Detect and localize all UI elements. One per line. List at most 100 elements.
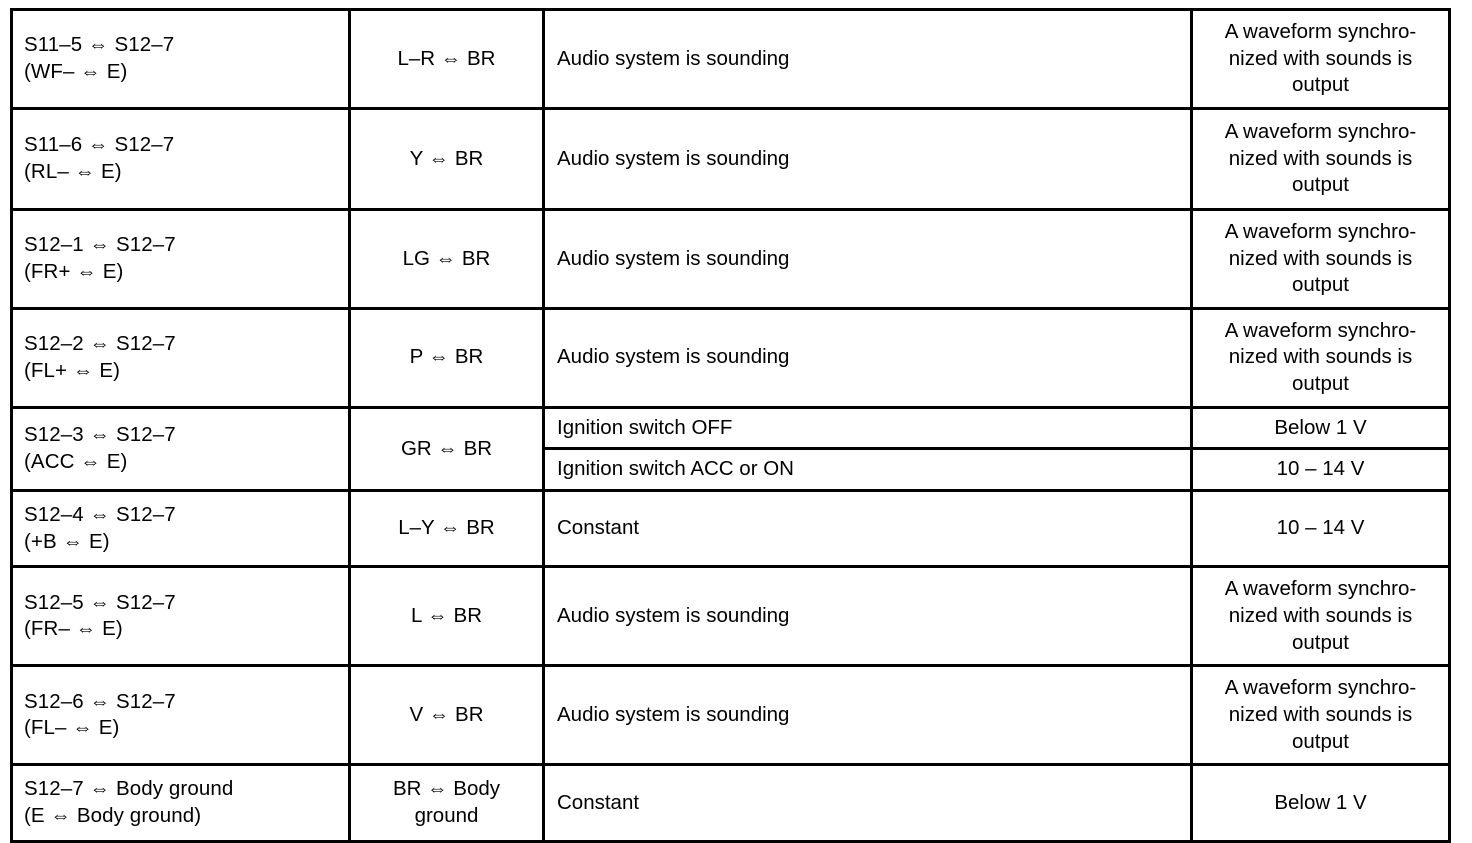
terminals-line-1: S12–2 ⇔ S12–7: [24, 332, 176, 356]
cell-condition: Audio system is sounding: [542, 664, 1193, 767]
cell-condition: Constant: [542, 763, 1193, 843]
cell-terminals: S12–3 ⇔ S12–7 (ACC ⇔ E): [10, 405, 351, 493]
spec-line-3: output: [1292, 372, 1349, 396]
spec-line-1: A waveform synchro-: [1224, 676, 1417, 700]
spec-line-3: output: [1292, 630, 1349, 654]
cell-terminals: S12–1 ⇔ S12–7 (FR+ ⇔ E): [10, 207, 351, 310]
condition-text: Ignition switch OFF: [557, 415, 733, 439]
wiring-line-1: L–R ⇔ BR: [397, 46, 496, 70]
spec-line-2: nized with sounds is: [1228, 246, 1413, 270]
condition-text: Ignition switch ACC or ON: [557, 457, 794, 481]
cell-condition-split: Ignition switch OFF Ignition switch ACC …: [542, 405, 1193, 493]
cell-specified-condition-split: Below 1 V 10 – 14 V: [1190, 405, 1451, 493]
terminals-line-2: (ACC ⇔ E): [24, 449, 128, 473]
cell-condition: Audio system is sounding: [542, 306, 1193, 409]
wiring-line-1: L–Y ⇔ BR: [398, 516, 495, 540]
cell-terminals: S12–4 ⇔ S12–7 (+B ⇔ E): [10, 489, 351, 569]
cell-terminals: S12–6 ⇔ S12–7 (FL– ⇔ E): [10, 664, 351, 767]
spec-line-1: Below 1 V: [1274, 790, 1367, 814]
wiring-line-1: Y ⇔ BR: [409, 146, 484, 170]
wiring-line-1: GR ⇔ BR: [400, 436, 493, 460]
cell-wiring-colors: LG ⇔ BR: [348, 207, 545, 310]
wiring-line-1: LG ⇔ BR: [402, 246, 491, 270]
sub-row: Below 1 V: [1193, 408, 1448, 451]
cell-specified-condition: A waveform synchro- nized with sounds is…: [1190, 8, 1451, 110]
sub-spec-cell: 10 – 14 V: [1193, 448, 1448, 490]
table-row: S12–4 ⇔ S12–7 (+B ⇔ E) L–Y ⇔ BR Constant…: [10, 489, 1451, 569]
wiring-line-1: BR ⇔ Body: [392, 777, 501, 801]
spec-line-2: nized with sounds is: [1228, 345, 1413, 369]
condition-text: Audio system is sounding: [557, 345, 790, 369]
condition-text: Audio system is sounding: [557, 246, 790, 270]
sub-row: 10 – 14 V: [1193, 448, 1448, 490]
table-row: S11–6 ⇔ S12–7 (RL– ⇔ E) Y ⇔ BR Audio sys…: [10, 106, 1451, 211]
spec-line-1: 10 – 14 V: [1276, 516, 1365, 540]
terminals-line-1: S12–4 ⇔ S12–7: [24, 503, 176, 527]
cell-specified-condition: A waveform synchro- nized with sounds is…: [1190, 664, 1451, 767]
terminals-line-2: (FL– ⇔ E): [24, 716, 120, 740]
condition-text: Audio system is sounding: [557, 146, 790, 170]
terminals-line-1: S12–7 ⇔ Body ground: [24, 777, 234, 801]
spec-line-3: output: [1292, 173, 1349, 197]
spec-line-1: A waveform synchro-: [1224, 119, 1417, 143]
terminals-line-2: (+B ⇔ E): [24, 529, 110, 553]
cell-terminals: S12–7 ⇔ Body ground (E ⇔ Body ground): [10, 763, 351, 843]
cell-wiring-colors: GR ⇔ BR: [348, 405, 545, 493]
sub-row: Ignition switch OFF: [545, 408, 1190, 451]
cell-terminals: S12–2 ⇔ S12–7 (FL+ ⇔ E): [10, 306, 351, 409]
spec-line-1: A waveform synchro-: [1224, 577, 1417, 601]
cell-terminals: S11–5 ⇔ S12–7 (WF– ⇔ E): [10, 8, 351, 110]
sub-spec-cell: Below 1 V: [1193, 408, 1448, 451]
cell-condition: Audio system is sounding: [542, 565, 1193, 668]
table-row: S12–2 ⇔ S12–7 (FL+ ⇔ E) P ⇔ BR Audio sys…: [10, 306, 1451, 409]
wiring-line-1: L ⇔ BR: [410, 603, 482, 627]
spec-subtable: Below 1 V 10 – 14 V: [1193, 408, 1448, 490]
terminals-line-1: S11–6 ⇔ S12–7: [24, 133, 175, 157]
terminals-line-2: (FR– ⇔ E): [24, 617, 123, 641]
table-row: S12–5 ⇔ S12–7 (FR– ⇔ E) L ⇔ BR Audio sys…: [10, 565, 1451, 668]
sub-condition-cell: Ignition switch ACC or ON: [545, 448, 1190, 490]
cell-specified-condition: Below 1 V: [1190, 763, 1451, 843]
cell-wiring-colors: L–Y ⇔ BR: [348, 489, 545, 569]
sub-condition-cell: Ignition switch OFF: [545, 408, 1190, 451]
table-body: S11–5 ⇔ S12–7 (WF– ⇔ E) L–R ⇔ BR Audio s…: [10, 8, 1451, 843]
cell-condition: Constant: [542, 489, 1193, 569]
terminals-line-2: (FL+ ⇔ E): [24, 358, 121, 382]
table-row: S12–7 ⇔ Body ground (E ⇔ Body ground) BR…: [10, 763, 1451, 843]
cell-wiring-colors: P ⇔ BR: [348, 306, 545, 409]
cell-wiring-colors: Y ⇔ BR: [348, 106, 545, 211]
table-row: S12–1 ⇔ S12–7 (FR+ ⇔ E) LG ⇔ BR Audio sy…: [10, 207, 1451, 310]
spec-line-2: nized with sounds is: [1228, 146, 1413, 170]
cell-condition: Audio system is sounding: [542, 207, 1193, 310]
cell-specified-condition: A waveform synchro- nized with sounds is…: [1190, 306, 1451, 409]
terminal-inspection-table: S11–5 ⇔ S12–7 (WF– ⇔ E) L–R ⇔ BR Audio s…: [10, 8, 1451, 843]
condition-text: Audio system is sounding: [557, 702, 790, 726]
spec-line-1: A waveform synchro-: [1224, 318, 1417, 342]
condition-text: Audio system is sounding: [557, 603, 790, 627]
cell-specified-condition: A waveform synchro- nized with sounds is…: [1190, 207, 1451, 310]
terminals-line-1: S12–3 ⇔ S12–7: [24, 423, 176, 447]
wiring-line-1: P ⇔ BR: [409, 345, 484, 369]
table-row: S12–3 ⇔ S12–7 (ACC ⇔ E) GR ⇔ BR I: [10, 405, 1451, 493]
table-row: S12–6 ⇔ S12–7 (FL– ⇔ E) V ⇔ BR Audio sys…: [10, 664, 1451, 767]
spec-line-1: A waveform synchro-: [1224, 20, 1417, 43]
sub-row: Ignition switch ACC or ON: [545, 448, 1190, 490]
spec-line-3: output: [1292, 729, 1349, 753]
cell-wiring-colors: L ⇔ BR: [348, 565, 545, 668]
terminals-line-2: (WF– ⇔ E): [24, 59, 128, 83]
cell-wiring-colors: L–R ⇔ BR: [348, 8, 545, 110]
spec-line-2: nized with sounds is: [1228, 702, 1413, 726]
terminals-line-1: S11–5 ⇔ S12–7: [24, 33, 175, 57]
spec-text: 10 – 14 V: [1276, 457, 1365, 481]
table-row: S11–5 ⇔ S12–7 (WF– ⇔ E) L–R ⇔ BR Audio s…: [10, 8, 1451, 110]
cell-specified-condition: 10 – 14 V: [1190, 489, 1451, 569]
terminals-line-1: S12–1 ⇔ S12–7: [24, 233, 176, 257]
terminals-line-1: S12–6 ⇔ S12–7: [24, 689, 176, 713]
condition-subtable: Ignition switch OFF Ignition switch ACC …: [545, 408, 1190, 490]
cell-wiring-colors: V ⇔ BR: [348, 664, 545, 767]
cell-terminals: S11–6 ⇔ S12–7 (RL– ⇔ E): [10, 106, 351, 211]
condition-text: Audio system is sounding: [557, 46, 790, 70]
spec-line-3: output: [1292, 73, 1349, 97]
spec-line-3: output: [1292, 273, 1349, 297]
